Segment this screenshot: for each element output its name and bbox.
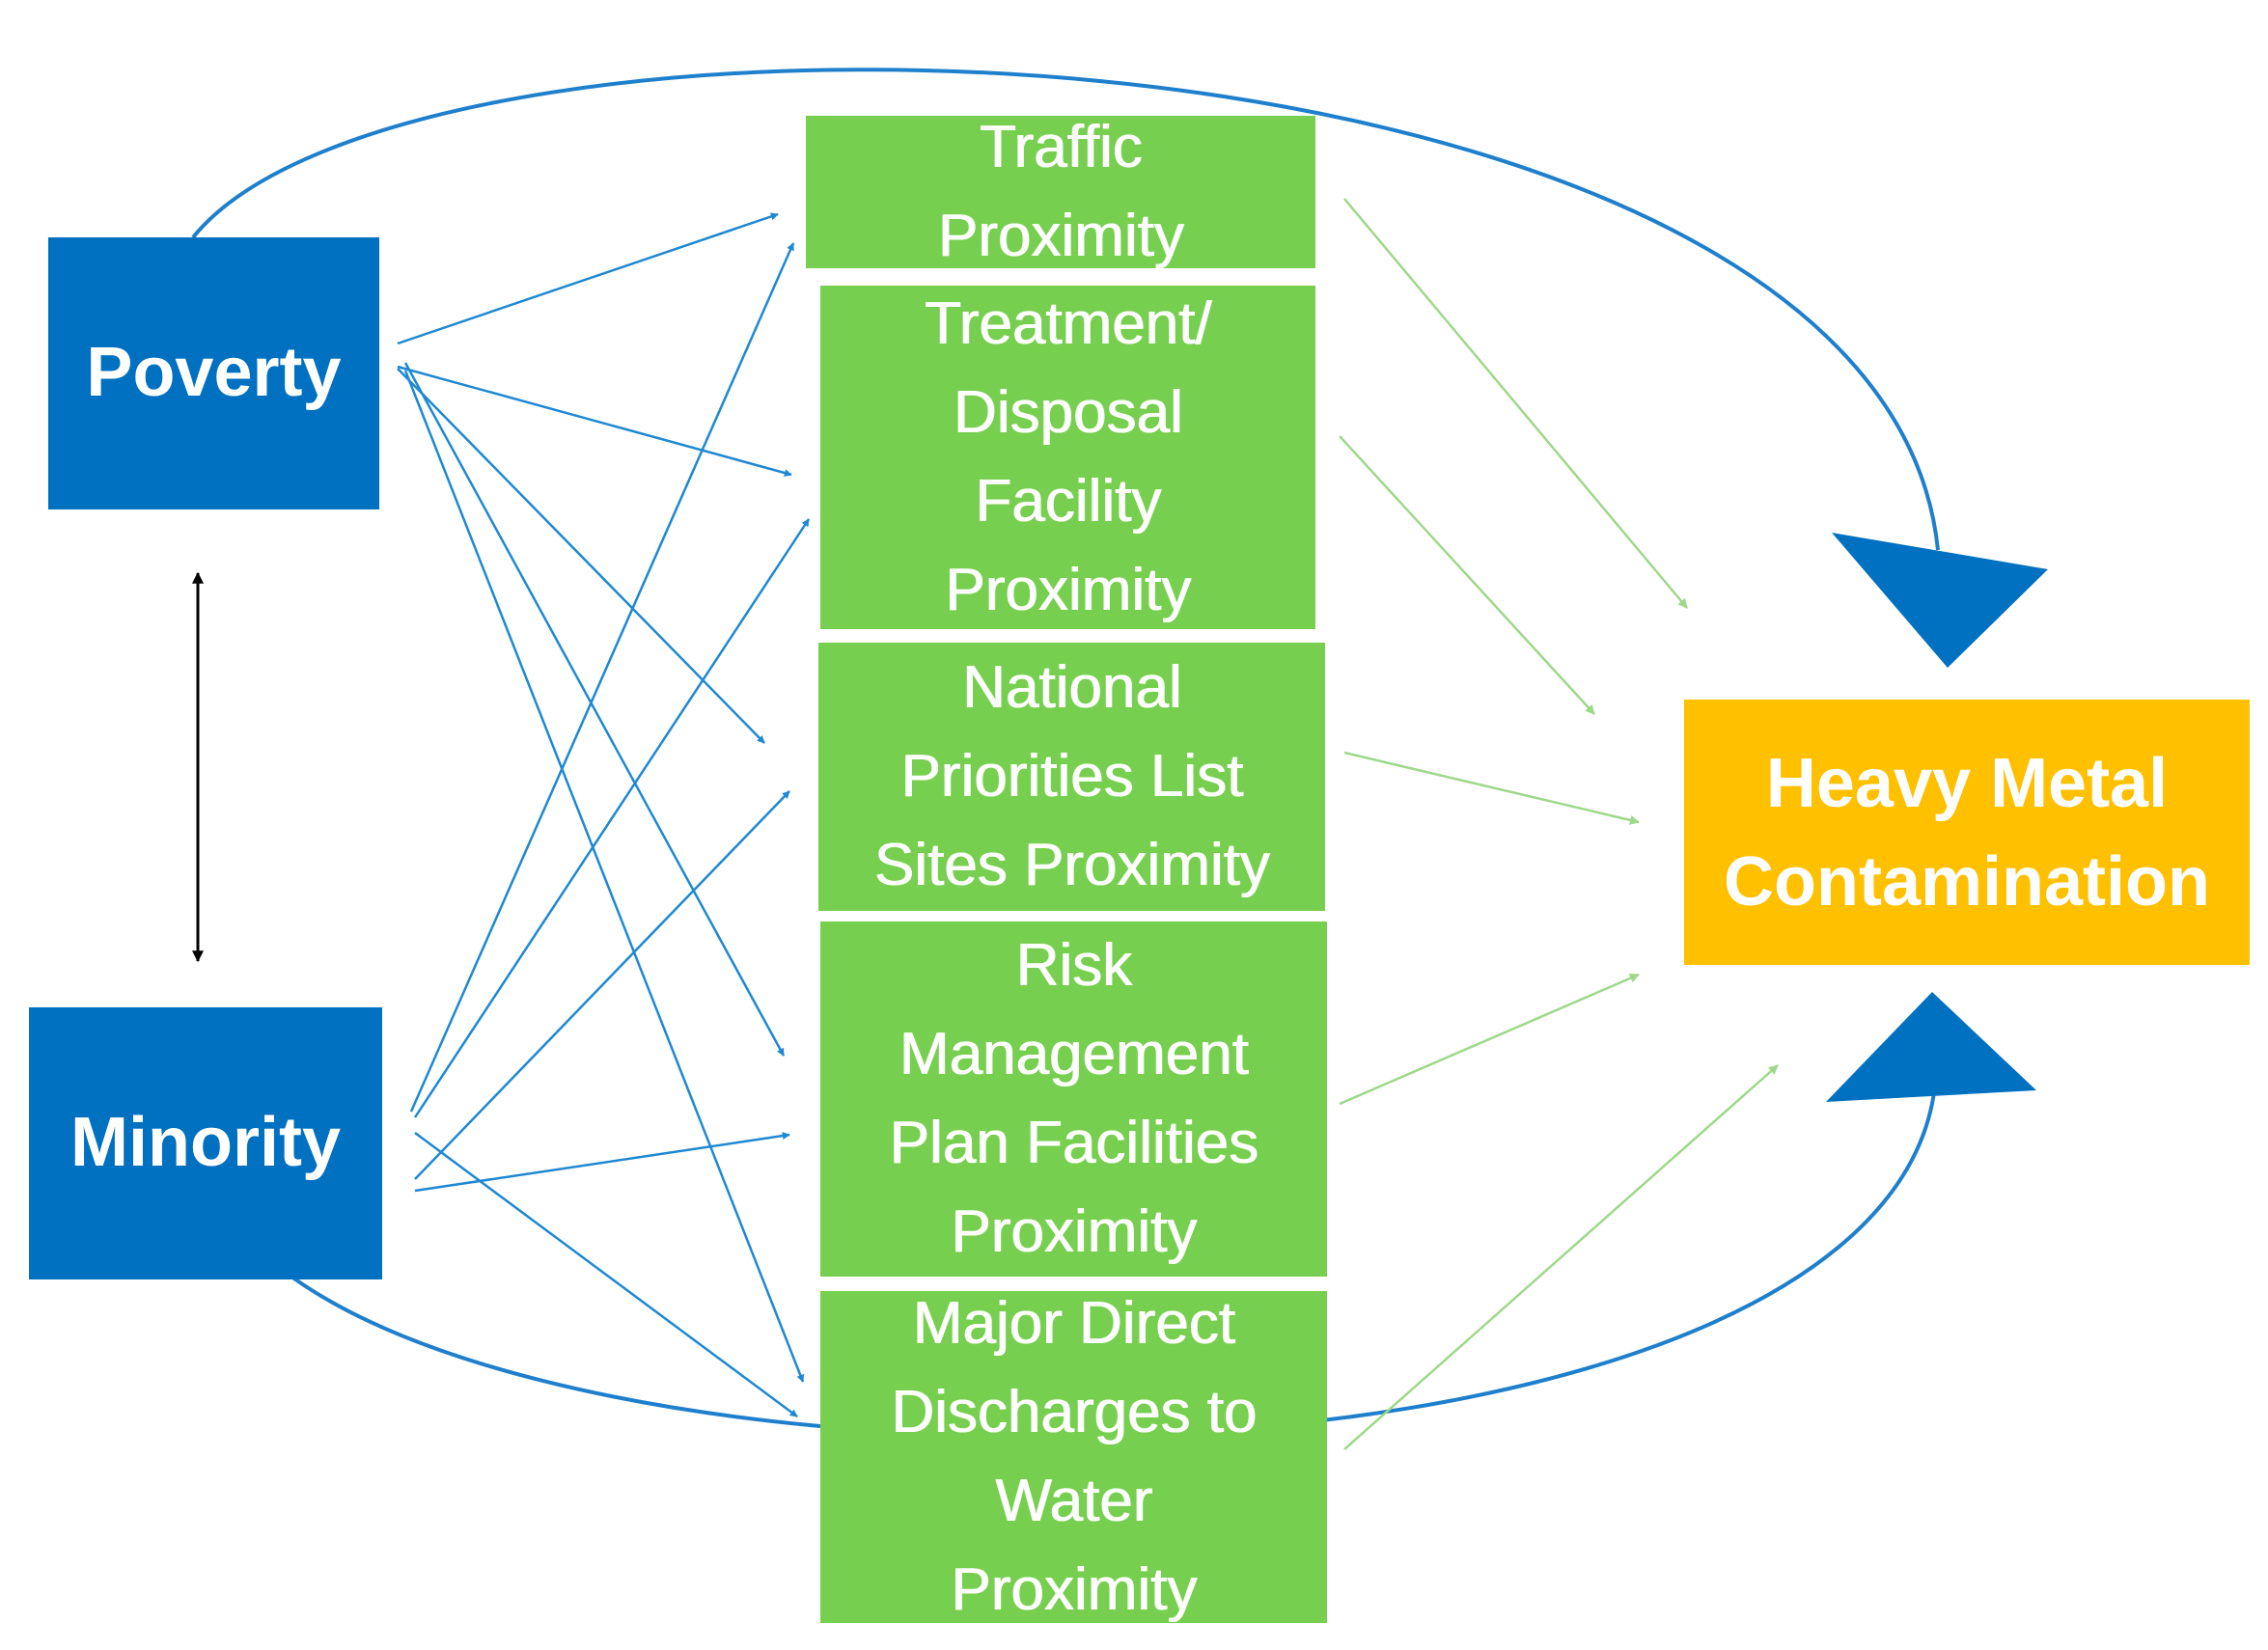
node-minority: Minority — [29, 1007, 382, 1279]
arrow-treatment-heavy-metal — [1339, 435, 1595, 715]
arrow-poverty-treatment — [397, 365, 792, 477]
node-major-direct-discharges-to-water-proximity: Major Direct Discharges to Water Proximi… — [820, 1290, 1327, 1623]
arrow-major-heavy-metal — [1343, 1064, 1779, 1450]
arrow-minority-major — [414, 1131, 798, 1418]
node-poverty: Poverty — [48, 237, 379, 509]
arrow-poverty-major — [403, 370, 805, 1383]
arrow-minority-traffic — [409, 242, 795, 1113]
node-heavy-metal-contamination: Heavy Metal Contamination — [1684, 700, 2250, 965]
arrow-poverty-rmp — [403, 362, 786, 1057]
arrow-npl-heavy-metal — [1343, 751, 1640, 825]
arrow-poverty-traffic — [397, 212, 779, 345]
arrow-minority-npl — [414, 790, 790, 1180]
arrow-traffic-heavy-metal — [1343, 198, 1688, 609]
node-traffic-proximity: Traffic Proximity — [806, 114, 1315, 269]
big-arrowhead-top — [1832, 533, 2048, 668]
curve-poverty-to-heavy-metal — [191, 68, 1940, 551]
node-treatment-disposal-facility-proximity: Treatment/ Disposal Facility Proximity — [820, 286, 1315, 629]
big-arrowhead-bottom — [1826, 992, 2036, 1102]
arrow-minority-rmp — [414, 1132, 790, 1193]
node-national-priorities-list-sites-proximity: National Priorities List Sites Proximity — [818, 643, 1325, 911]
arrow-rmp-heavy-metal — [1339, 973, 1640, 1106]
node-risk-management-plan-facilities-proximity: Risk Management Plan Facilities Proximit… — [820, 921, 1327, 1277]
arrow-minority-treatment — [413, 518, 811, 1118]
